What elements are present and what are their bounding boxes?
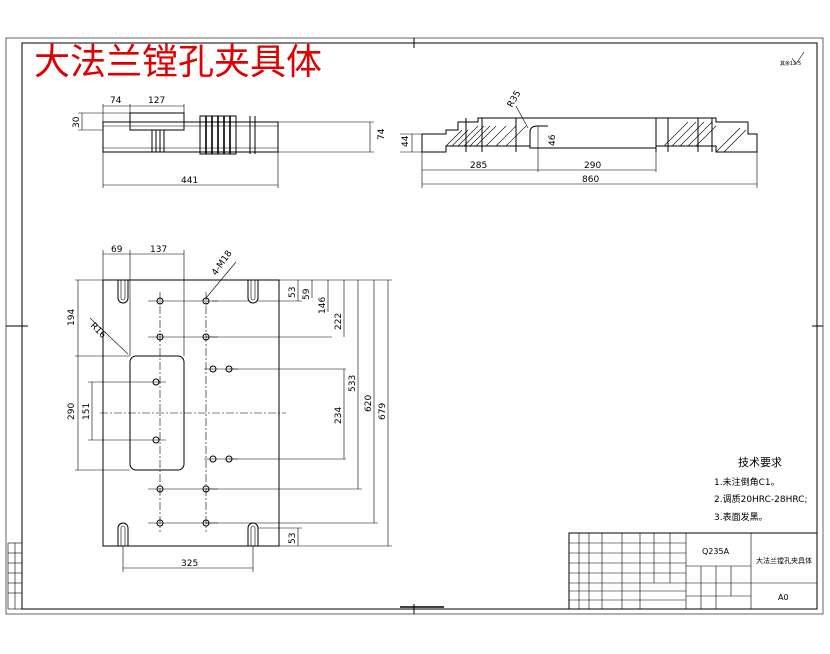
holes (152, 297, 233, 527)
dim-74-top: 74 (110, 96, 122, 106)
dim-r35: R35 (506, 89, 524, 109)
dim-127: 127 (148, 96, 165, 106)
title-block: Q235A 大法兰镗孔夹具体 A0 (568, 532, 818, 610)
dim-53-top: 53 (288, 287, 298, 298)
material: Q235A (702, 547, 730, 556)
dim-533: 533 (348, 375, 358, 392)
dim-53-bottom: 53 (288, 533, 298, 544)
dim-59: 59 (302, 288, 312, 300)
dim-679: 679 (378, 403, 388, 420)
revision-strip (7, 542, 23, 610)
dim-146: 146 (318, 297, 328, 314)
dim-441: 441 (181, 176, 198, 186)
dim-30: 30 (72, 116, 82, 128)
dim-44: 44 (401, 135, 411, 147)
top-view: 74 127 30 74 441 (72, 96, 387, 188)
tech-req-heading: 技术要求 (738, 456, 782, 469)
dim-r16: R16 (88, 321, 108, 341)
plan-view: 69 137 4-M18 194 R16 290 151 325 53 59 1… (67, 245, 392, 572)
drawing-title: 大法兰镗孔夹具体 (34, 42, 322, 83)
dim-74-height: 74 (377, 128, 387, 140)
thread-callout: 4-M18 (210, 249, 235, 278)
roughness-symbol: 其余12.5 (780, 51, 805, 67)
outer-frame (5, 37, 824, 615)
tech-requirements: 技术要求 1.未注倒角C1。 2.调质20HRC-28HRC; 3.表面发黑。 (714, 456, 808, 523)
dim-620: 620 (364, 395, 374, 412)
dim-222: 222 (334, 313, 344, 330)
dim-194: 194 (67, 309, 77, 326)
center-lines (100, 292, 286, 532)
dim-234: 234 (334, 407, 344, 424)
part-name: 大法兰镗孔夹具体 (756, 556, 812, 565)
dim-290-section: 290 (584, 161, 601, 171)
dim-46: 46 (548, 134, 558, 146)
dim-290-plan: 290 (67, 403, 77, 420)
dim-860: 860 (582, 175, 599, 185)
tech-req-item-3: 3.表面发黑。 (714, 511, 768, 523)
tech-req-item-2: 2.调质20HRC-28HRC; (714, 493, 808, 505)
dim-285: 285 (470, 161, 487, 171)
centering-marks (6, 38, 823, 614)
dim-151: 151 (82, 403, 92, 420)
roughness-note: 其余12.5 (780, 60, 801, 67)
dim-325: 325 (181, 559, 198, 569)
section-view: R35 44 46 285 290 860 (400, 89, 758, 188)
dim-69: 69 (111, 245, 123, 255)
dim-137: 137 (150, 245, 167, 255)
sheet-size: A0 (778, 593, 789, 602)
tech-req-item-1: 1.未注倒角C1。 (714, 476, 780, 488)
